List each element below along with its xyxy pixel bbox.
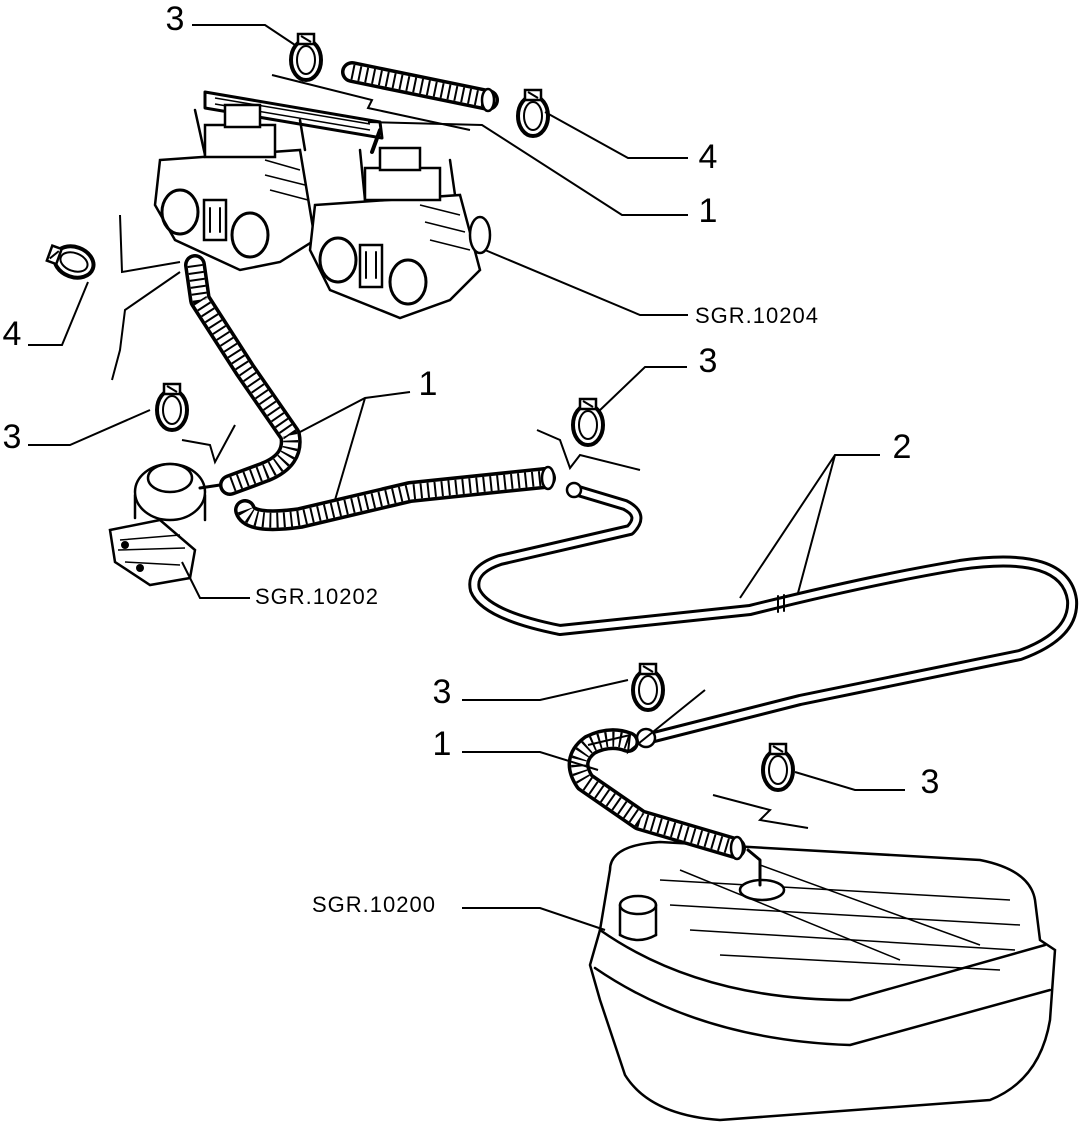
callout-sgr-10202-fuel-pump: SGR.10202	[255, 584, 379, 609]
callout-1-middle-hoses: 1	[419, 365, 438, 403]
rubber-hose-carb-to-pump	[184, 254, 302, 496]
callout-3-top-clamp: 3	[166, 0, 185, 38]
fuel-tank	[588, 840, 1057, 1122]
callout-1-lower-hose: 1	[433, 725, 452, 763]
hose-clamp-top-right	[516, 88, 550, 138]
rubber-hose-top	[341, 61, 499, 113]
hose-clamp-lower-mid	[631, 662, 665, 712]
callout-4-left-clamp: 4	[3, 315, 22, 353]
callout-3-lower-mid-clamp: 3	[433, 673, 452, 711]
callout-sgr-10204-carburetors: SGR.10204	[695, 303, 819, 328]
hose-clamp-pump	[155, 382, 189, 432]
carburetor-assembly	[153, 90, 492, 320]
hose-clamp-lower-right	[761, 742, 795, 792]
callout-3-mid-right-clamp: 3	[699, 342, 718, 380]
hose-clamp-top	[289, 32, 323, 82]
callout-sgr-10200-fuel-tank: SGR.10200	[312, 892, 436, 917]
callout-2-steel-pipe: 2	[893, 428, 912, 466]
fuel-pump	[108, 462, 222, 587]
hose-clamp-left	[42, 237, 100, 285]
assembly-guide-lines	[111, 74, 809, 829]
callout-leaders	[28, 24, 905, 931]
steel-fuel-pipe	[468, 481, 1079, 749]
callout-4-right-clamp: 4	[699, 138, 718, 176]
callout-3-left-clamp: 3	[3, 418, 22, 456]
callout-3-lower-right-clamp: 3	[921, 763, 940, 801]
rubber-hose-pump-to-pipe	[234, 465, 556, 532]
hose-clamp-mid-right	[571, 397, 605, 447]
callout-1-top-hose: 1	[699, 192, 718, 230]
